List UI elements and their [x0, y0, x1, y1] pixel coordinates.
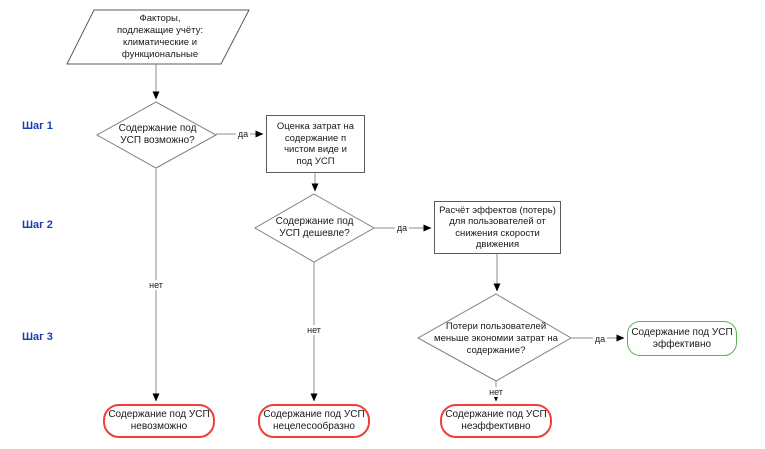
process1-box: Оценка затрат на содержание п чистом вид… [266, 115, 365, 173]
decision3-text: Потери пользователей меньше экономии зат… [434, 320, 558, 356]
edge-label-no-1: нет [147, 280, 165, 290]
edge-label-yes-2: да [394, 223, 410, 233]
decision1-text: Содержание под УСП возможно? [118, 123, 197, 146]
step-label-2: Шаг 2 [22, 219, 53, 231]
decision2-text: Содержание под УСП дешевле? [275, 216, 354, 239]
edge-label-no-3: нет [487, 387, 505, 397]
process2-box: Расчёт эффектов (потерь) для пользовател… [434, 201, 561, 254]
terminal-impossible: Содержание под УСП невозможно [103, 404, 215, 438]
edge-label-yes-1: да [235, 129, 251, 139]
edge-label-yes-3: да [592, 334, 608, 344]
parallelogram-shape [66, 9, 250, 65]
factors-input-node: Факторы, подлежащие учёту: климатические… [117, 13, 203, 60]
edge-label-no-2: нет [305, 325, 323, 335]
terminal-effective: Содержание под УСП эффективно [627, 321, 737, 356]
terminal-inexpedient: Содержание под УСП нецелесообразно [258, 404, 370, 438]
terminal-ineffective: Содержание под УСП неэффективно [440, 404, 552, 438]
step-label-3: Шаг 3 [22, 331, 53, 343]
step-label-1: Шаг 1 [22, 120, 53, 132]
